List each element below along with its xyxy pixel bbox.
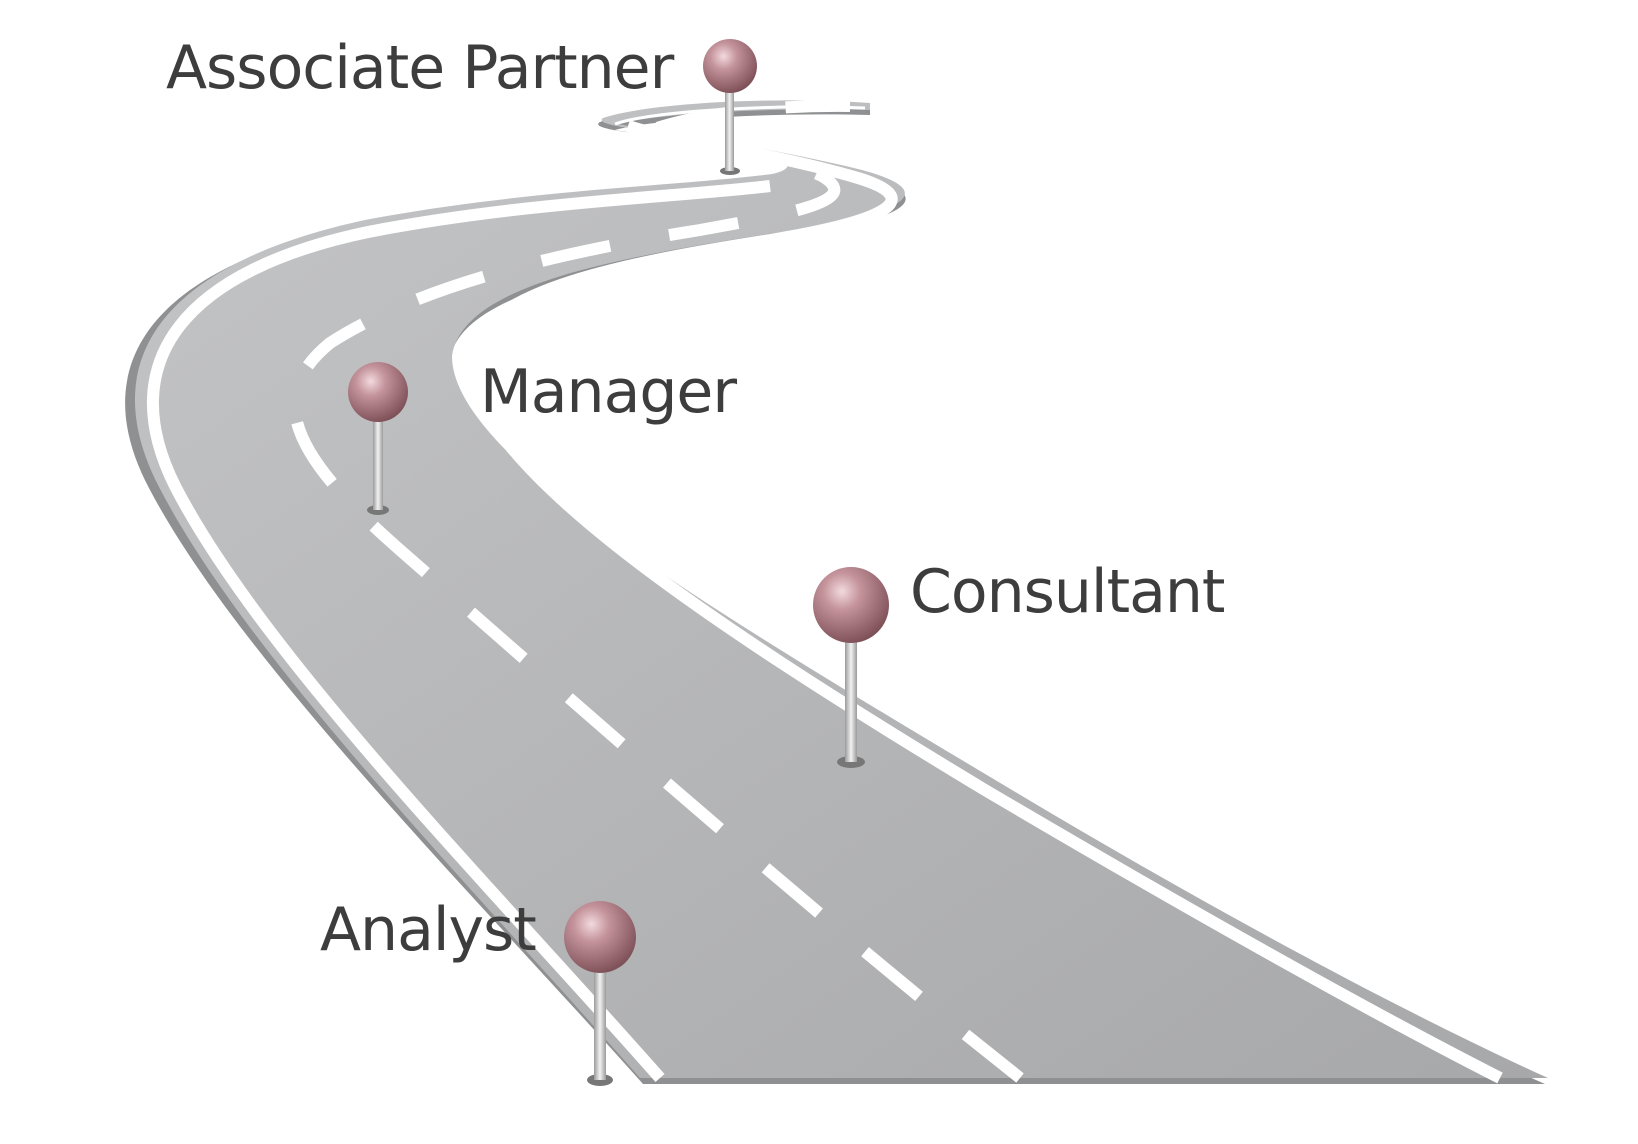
milestone-label-consultant: Consultant <box>910 557 1225 627</box>
milestone-label-manager: Manager <box>480 357 737 427</box>
milestone-label-analyst: Analyst <box>320 895 537 965</box>
milestone-label-associate-partner: Associate Partner <box>166 33 674 103</box>
pin-consultant <box>813 567 889 768</box>
road-edge-line-right <box>463 120 1503 1084</box>
road-center-dashes <box>288 99 1024 1083</box>
road-surface <box>134 100 1549 1079</box>
pin-associate-partner <box>703 39 757 175</box>
road-edge-line-left <box>146 180 771 1082</box>
pin-manager <box>348 362 408 515</box>
pin-analyst <box>564 901 636 1086</box>
